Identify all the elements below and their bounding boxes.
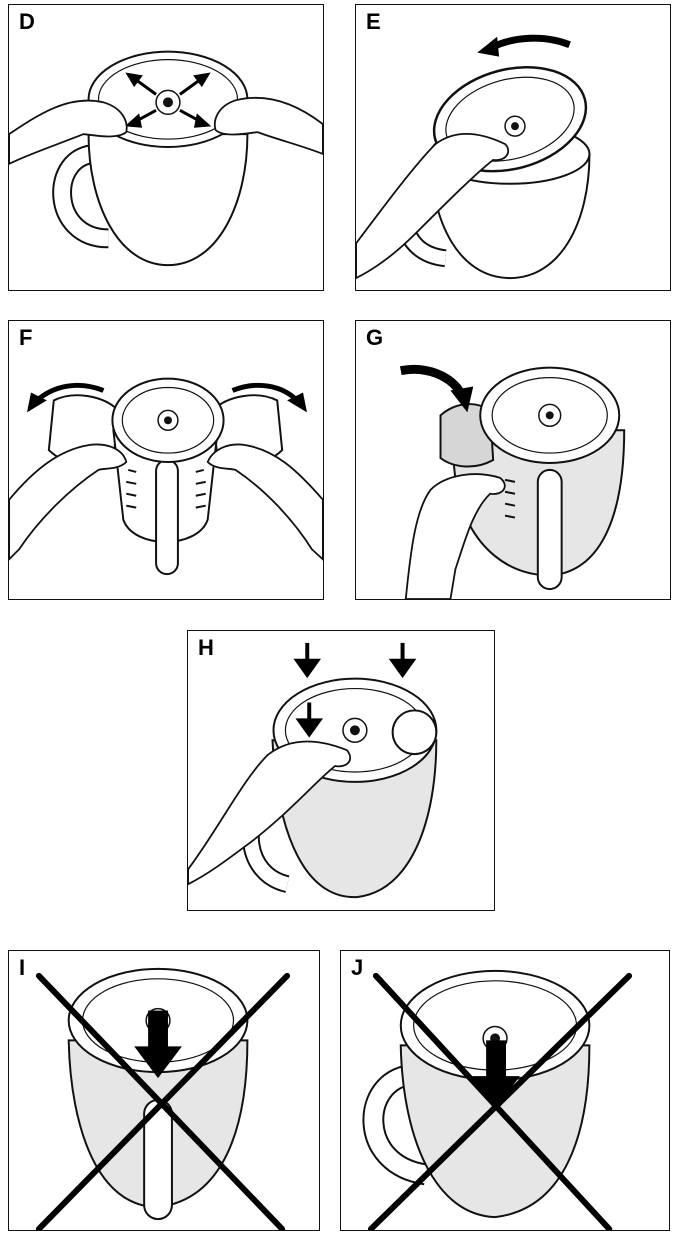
step-i-panel: I [8, 950, 320, 1231]
step-j-panel: J [340, 950, 670, 1231]
step-h-label: H [198, 637, 214, 659]
step-e-illustration [356, 5, 670, 290]
step-f-panel: F [8, 320, 324, 600]
step-g-panel: G [355, 320, 671, 600]
step-e-panel: E [355, 4, 671, 291]
step-i-label: I [19, 957, 25, 979]
step-g-label: G [366, 327, 383, 349]
step-d-illustration [9, 5, 323, 290]
step-j-illustration [341, 951, 669, 1230]
detail-magnifier [393, 710, 437, 754]
step-i-illustration [9, 951, 319, 1230]
step-h-panel: H [187, 630, 495, 911]
kettle-body [89, 134, 248, 265]
step-e-label: E [366, 11, 381, 33]
step-h-illustration [188, 631, 494, 910]
step-d-label: D [19, 11, 35, 33]
step-g-illustration [356, 321, 670, 599]
step-d-panel: D [8, 4, 324, 291]
kettle-handle [538, 470, 562, 589]
step-j-label: J [351, 957, 363, 979]
step-f-label: F [19, 327, 32, 349]
direction-arrow-icon [401, 369, 473, 412]
kettle-handle [156, 460, 178, 574]
direction-arrow-icon [477, 37, 569, 57]
step-f-illustration [9, 321, 323, 599]
